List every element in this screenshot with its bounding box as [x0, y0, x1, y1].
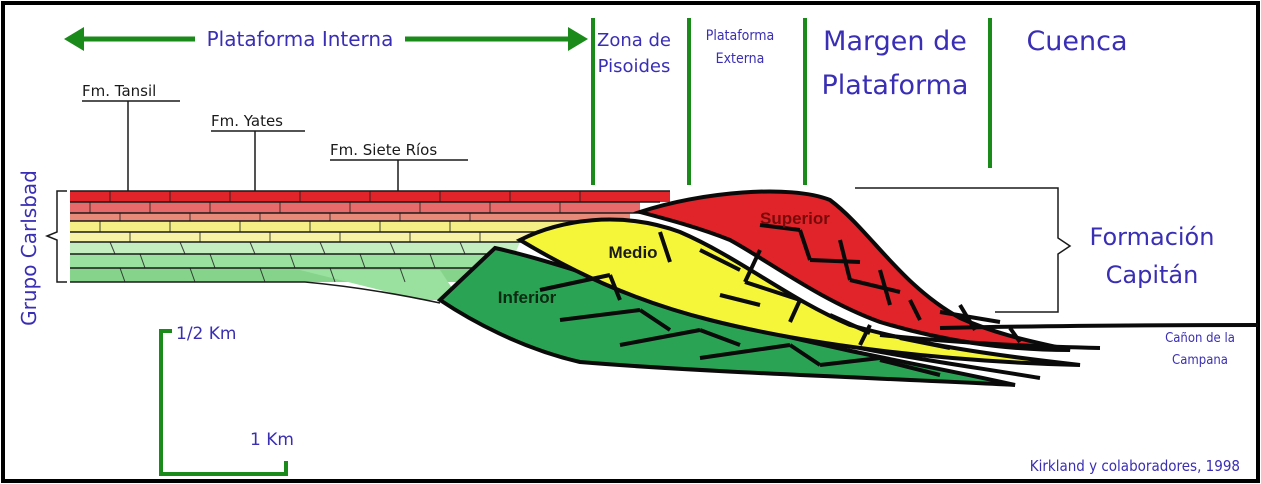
- scale-bars: [159, 329, 288, 476]
- reef-body-medio: [515, 217, 1081, 367]
- reef-block-joints: [539, 223, 1022, 377]
- zone-label-externa: Externa: [716, 51, 765, 67]
- zone-label-plataforma-interna: Plataforma Interna: [207, 27, 394, 51]
- reef-label-superior: Superior: [760, 209, 830, 228]
- reef-body-superior: [633, 189, 1071, 352]
- scale-label-vertical: 1/2 Km: [176, 324, 236, 344]
- zone-label-plataforma-margen: Plataforma: [822, 70, 969, 101]
- formation-label-yates: Fm. Yates: [211, 112, 283, 130]
- formation-label-tansil: Fm. Tansil: [82, 82, 156, 100]
- platform-strata: [70, 190, 670, 304]
- reef-label-inferior: Inferior: [498, 288, 557, 307]
- formation-label-siete-rios: Fm. Siete Ríos: [330, 141, 437, 159]
- zone-label-margen-de: Margen de: [823, 26, 967, 57]
- zone-label-zona-de: Zona de: [597, 30, 671, 51]
- group-label-carlsbad: Grupo Carlsbad: [17, 170, 41, 326]
- carlsbad-bracket: [44, 190, 67, 283]
- scale-label-horizontal: 1 Km: [250, 430, 294, 450]
- zone-label-plataforma: Plataforma: [706, 28, 775, 44]
- capitan-label-capitan: Capitán: [1106, 261, 1199, 289]
- credit-label: Kirkland y colaboradores, 1998: [1030, 457, 1240, 475]
- zone-label-cuenca: Cuenca: [1026, 26, 1127, 57]
- capitan-label-formacion: Formación: [1090, 223, 1215, 251]
- plataforma-interna-arrow: [64, 27, 588, 51]
- capitan-bracket: [855, 187, 1072, 313]
- canon-label-line2: Campana: [1172, 353, 1228, 368]
- reef-label-medio: Medio: [608, 243, 657, 262]
- canon-label-line1: Cañon de la: [1165, 331, 1235, 346]
- zone-label-pisoides: Pisoides: [598, 56, 671, 77]
- zone-dividers: [591, 18, 992, 185]
